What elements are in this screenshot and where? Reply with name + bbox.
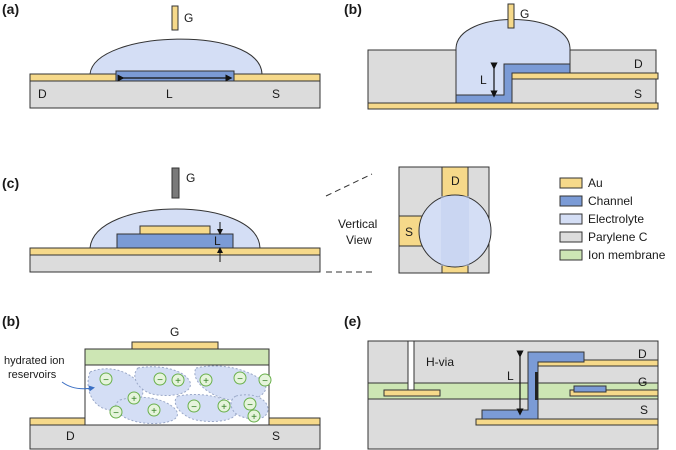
svg-text:+: + — [251, 412, 257, 423]
legend-label-au: Au — [588, 176, 603, 190]
gate-label: G — [186, 171, 195, 185]
reservoir-annotation-line2: reservoirs — [8, 369, 57, 381]
projection-line — [325, 173, 373, 197]
legend-swatch-parylene — [559, 231, 583, 243]
anion-icon: − — [258, 373, 272, 387]
drain-label: D — [66, 429, 75, 443]
panel-e-label: (e) — [344, 313, 361, 329]
electrolyte-dome — [89, 38, 263, 75]
legend-label-channel: Channel — [588, 194, 633, 208]
legend-swatch-electrolyte — [559, 213, 583, 225]
view-drain-label: D — [451, 174, 460, 188]
cation-icon: + — [127, 391, 141, 405]
h-via — [407, 340, 415, 392]
cation-icon: + — [247, 409, 261, 423]
legend-swatch-au — [559, 177, 583, 189]
gate-label: G — [170, 325, 179, 339]
length-label: L — [507, 369, 514, 383]
svg-text:+: + — [151, 406, 157, 417]
source-label: S — [640, 403, 648, 417]
length-label: L — [166, 87, 173, 101]
via-dark-edge — [535, 372, 538, 400]
gate-au-right — [569, 389, 659, 397]
anion-icon: − — [99, 372, 113, 386]
svg-text:+: + — [175, 376, 181, 387]
svg-text:−: − — [262, 376, 268, 387]
legend-label-ion-membrane: Ion membrane — [588, 248, 666, 262]
anion-icon: − — [187, 399, 201, 413]
panel-e: (e) L H-via D G S — [344, 313, 659, 450]
au-top-contact — [139, 225, 211, 235]
gate-electrode — [171, 167, 180, 199]
anion-icon: − — [243, 397, 257, 411]
source-label: S — [272, 87, 280, 101]
panel-b-bottom: (b) − + − + + − − − + − + — [2, 313, 321, 450]
svg-text:+: + — [203, 376, 209, 387]
panel-c: (c) G L Vertical View D S — [2, 166, 492, 274]
parylene-substrate — [29, 253, 321, 273]
gate-au-left — [383, 389, 441, 397]
source-label: S — [634, 87, 642, 101]
length-label: L — [214, 234, 221, 248]
source-au — [367, 102, 659, 110]
svg-text:−: − — [237, 374, 243, 385]
gate-label: G — [184, 11, 193, 25]
vertical-channel — [481, 351, 585, 420]
channel-layer — [115, 70, 235, 82]
drain-label: D — [38, 87, 47, 101]
legend: Au Channel Electrolyte Parylene C Ion me… — [559, 176, 666, 262]
panel-b-bottom-label: (b) — [2, 313, 20, 329]
legend-label-electrolyte: Electrolyte — [588, 212, 644, 226]
anion-icon: − — [109, 405, 123, 419]
h-via-label: H-via — [426, 355, 454, 369]
legend-swatch-ion-membrane — [559, 249, 583, 261]
length-label: L — [480, 73, 487, 87]
cation-icon: + — [147, 403, 161, 417]
svg-text:+: + — [221, 402, 227, 413]
drain-label: D — [634, 57, 643, 71]
view-source-label: S — [405, 225, 413, 239]
svg-text:−: − — [247, 400, 253, 411]
au-bottom-contact — [29, 247, 321, 256]
gate-label: G — [520, 7, 529, 21]
panel-b-top-label: (b) — [344, 1, 362, 17]
channel-contact — [573, 385, 607, 393]
svg-text:−: − — [103, 375, 109, 386]
gate-electrode — [507, 3, 515, 29]
cation-icon: + — [171, 373, 185, 387]
svg-text:−: − — [113, 408, 119, 419]
channel-ghost — [441, 196, 469, 266]
panel-b-top: (b) G L D S — [344, 1, 659, 110]
gate-electrode — [171, 5, 179, 31]
cation-icon: + — [217, 399, 231, 413]
svg-text:−: − — [157, 375, 163, 386]
parylene-upper-left — [367, 340, 409, 384]
legend-label-parylene: Parylene C — [588, 230, 648, 244]
ion-markers: − + − + + − − − + − + − + — [99, 371, 272, 423]
reservoir-annotation-line1: hydrated ion — [4, 355, 65, 367]
panel-a-label: (a) — [2, 1, 19, 17]
gate-label: G — [638, 375, 647, 389]
annotation-arrow — [61, 381, 95, 392]
drain-label: D — [638, 347, 647, 361]
ion-membrane-layer — [84, 348, 270, 366]
vertical-view-label-line1: Vertical — [338, 217, 377, 231]
drain-au — [511, 72, 659, 80]
anion-icon: − — [233, 371, 247, 385]
electrolyte-dome — [455, 19, 571, 104]
source-au — [475, 418, 659, 426]
legend-swatch-channel — [559, 195, 583, 207]
cation-icon: + — [199, 373, 213, 387]
parylene-substrate — [29, 79, 321, 109]
vertical-view-label-line2: View — [346, 233, 372, 247]
gate-au — [131, 341, 219, 350]
svg-text:+: + — [131, 394, 137, 405]
source-label: S — [272, 429, 280, 443]
panel-a: (a) G D L S — [2, 1, 321, 109]
anion-icon: − — [153, 372, 167, 386]
panel-c-label: (c) — [2, 175, 19, 191]
svg-text:−: − — [191, 402, 197, 413]
